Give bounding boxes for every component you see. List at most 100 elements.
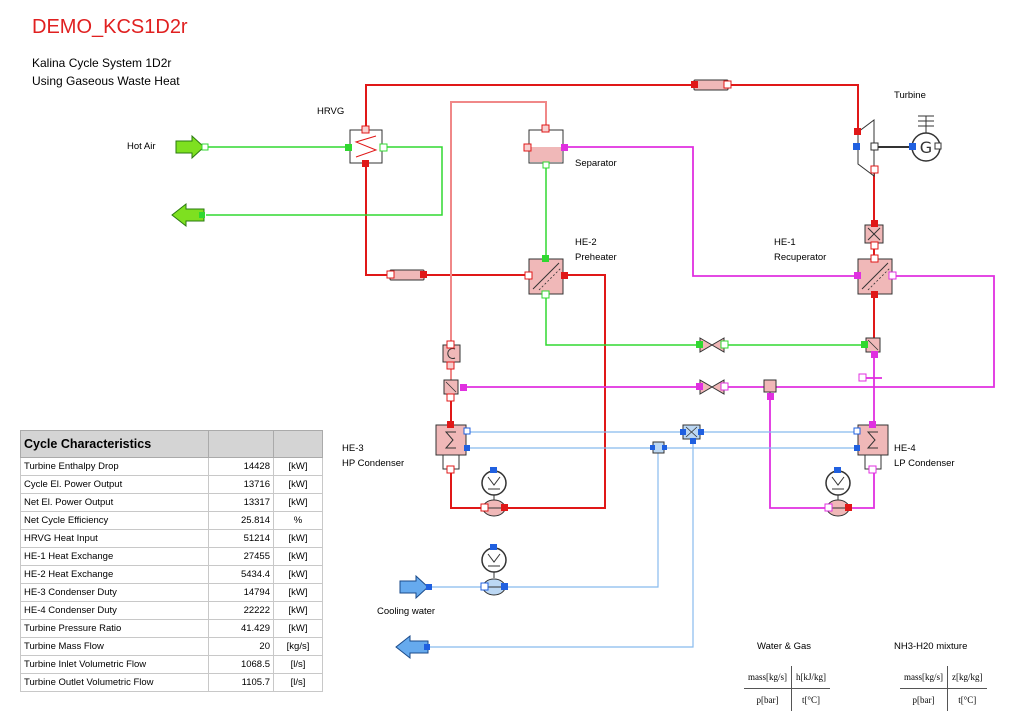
table-cell-name: Net El. Power Output	[20, 493, 209, 512]
pressure-drop-element-mid	[389, 269, 425, 281]
cooling-to-split-pipe	[500, 448, 659, 588]
subtitle-line-1: Kalina Cycle System 1D2r	[32, 56, 172, 70]
cooling-water-inlet-arrow	[399, 574, 429, 600]
pressure-drop-element-top	[693, 79, 729, 91]
cycle-characteristics-table: Cycle Characteristics Turbine Enthalpy D…	[20, 430, 323, 692]
legend-mass: mass[kg/s]	[744, 666, 792, 689]
table-title: Cycle Characteristics	[20, 430, 209, 458]
table-cell-name: Turbine Outlet Volumetric Flow	[20, 673, 209, 692]
hrvg-exchanger[interactable]	[349, 129, 383, 164]
turbine[interactable]	[857, 119, 875, 177]
legend-t: t[°C]	[801, 695, 821, 705]
table-cell-value: 41.429	[208, 619, 274, 638]
table-cell-name: HE-4 Condenser Duty	[20, 601, 209, 620]
table-cell-value: 27455	[208, 547, 274, 566]
legend-p: p[bar]	[744, 688, 792, 711]
hot-air-label: Hot Air	[127, 141, 156, 152]
table-cell-unit: [kW]	[273, 547, 323, 566]
cooling-water-outlet-arrow	[395, 634, 429, 660]
table-cell-value: 25.814	[208, 511, 274, 530]
hrvg-label: HRVG	[317, 106, 345, 117]
splitter-magenta	[763, 379, 777, 393]
table-cell-name: HE-1 Heat Exchange	[20, 547, 209, 566]
he3-label: HE-3	[342, 443, 364, 454]
magenta-stream-pipes	[460, 146, 995, 509]
table-cell-unit: %	[273, 511, 323, 530]
throttle-valve-magenta[interactable]	[699, 379, 725, 395]
table-cell-unit: [kW]	[273, 529, 323, 548]
table-cell-unit: [kW]	[273, 493, 323, 512]
table-cell-value: 51214	[208, 529, 274, 548]
mixer-he1-outlet	[865, 337, 881, 353]
cooling-out-pipe	[428, 440, 694, 648]
legend-t: t[°C]	[958, 695, 977, 705]
table-cell-value: 1068.5	[208, 655, 274, 674]
svg-text:G: G	[920, 138, 932, 157]
turbine-label: Turbine	[894, 90, 926, 101]
table-cell-unit: [kg/s]	[273, 637, 323, 656]
he3-hp-condenser[interactable]	[435, 424, 467, 470]
cooling-water-label: Cooling water	[377, 606, 436, 617]
table-cell-name: Net Cycle Efficiency	[20, 511, 209, 530]
hot-air-outlet-arrow	[171, 202, 205, 228]
hot-stream-pipes	[365, 84, 875, 509]
he2-preheater[interactable]	[528, 258, 564, 295]
legend-water-gas-title: Water & Gas	[757, 641, 812, 652]
hrvg-to-he2-pipe	[365, 163, 532, 276]
table-cell-unit: [kW]	[273, 601, 323, 620]
table-cell-name: HRVG Heat Input	[20, 529, 209, 548]
he2-sub-label: Preheater	[575, 252, 617, 263]
cooling-stream-pipes	[428, 431, 858, 648]
table-cell-value: 13317	[208, 493, 274, 512]
table-cell-unit: [kW]	[273, 619, 323, 638]
split-to-pump-pipe	[769, 392, 825, 509]
table-cell-value: 14428	[208, 457, 274, 476]
table-cell-value: 14794	[208, 583, 274, 602]
legend-z: z[kg/kg]	[947, 666, 987, 689]
legend-nh3-title: NH3-H20 mixture	[894, 641, 968, 652]
throttle-valve-green[interactable]	[699, 337, 725, 353]
he2-to-valve-pipe	[545, 294, 700, 346]
table-cell-unit: [l/s]	[273, 673, 323, 692]
separator-vessel[interactable]	[528, 129, 564, 164]
table-cell-name: Turbine Mass Flow	[20, 637, 209, 656]
he4-sub-label: LP Condenser	[894, 458, 955, 469]
he2-to-he3-pipe	[450, 274, 606, 509]
legend-water-gas: mass[kg/s] h[kJ/kg] p[bar] t[°C]	[744, 666, 830, 711]
he1-to-split-pipe	[776, 275, 995, 388]
he4-label: HE-4	[894, 443, 916, 454]
turbine-outlet-mixer	[864, 224, 884, 244]
he4-lp-condenser[interactable]	[857, 424, 889, 470]
table-cell-name: HE-3 Condenser Duty	[20, 583, 209, 602]
hrvg-to-turbine-pipe	[365, 84, 859, 132]
legend-p: p[bar]	[900, 688, 948, 711]
lp-pump[interactable]	[825, 470, 851, 517]
separator-vapor-pipe	[450, 101, 547, 345]
table-cell-name: Turbine Enthalpy Drop	[20, 457, 209, 476]
generator[interactable]: G	[911, 115, 941, 162]
table-cell-unit: [kW]	[273, 583, 323, 602]
he1-recuperator[interactable]	[857, 258, 893, 295]
green-stream-pipes	[206, 146, 866, 346]
table-cell-name: Turbine Inlet Volumetric Flow	[20, 655, 209, 674]
hot-air-inlet-arrow	[175, 134, 205, 160]
table-cell-value: 20	[208, 637, 274, 656]
legend-mass: mass[kg/s]	[900, 666, 948, 689]
table-cell-unit: [kW]	[273, 475, 323, 494]
legend-h: h[kJ/kg]	[791, 666, 830, 689]
table-cell-unit: [l/s]	[273, 655, 323, 674]
table-cell-value: 5434.4	[208, 565, 274, 584]
